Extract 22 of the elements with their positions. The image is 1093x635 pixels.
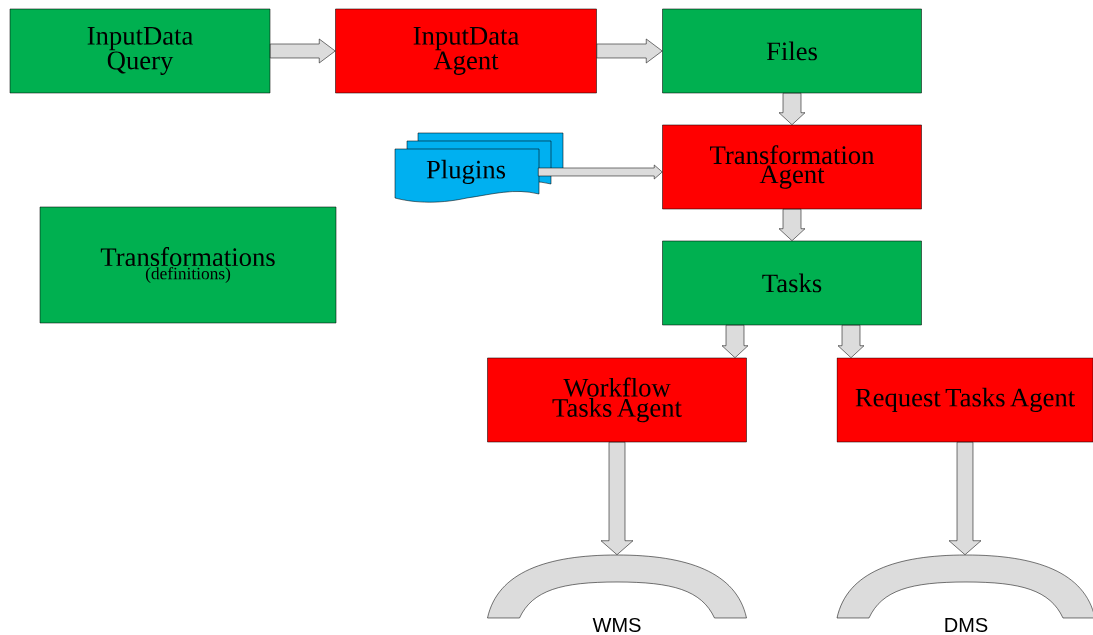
- process-box: Transformations (definitions): [39, 206, 337, 324]
- process-box: Transformation Agent: [662, 124, 922, 210]
- block-arrow: [778, 209, 806, 241]
- process-box: Request Tasks Agent: [836, 357, 1093, 443]
- block-arrow: [948, 442, 982, 555]
- block-arrow: [721, 325, 749, 358]
- document-stack: Plugins: [394, 132, 564, 203]
- system-label: WMS: [592, 617, 641, 633]
- block-arrow: [778, 93, 806, 125]
- block-arrow: [270, 38, 336, 64]
- process-box: InputData Agent: [335, 8, 597, 94]
- block-arrow: [596, 38, 663, 64]
- process-box: Tasks: [662, 240, 922, 326]
- block-arrow: [837, 325, 865, 358]
- process-box: InputData Query: [9, 8, 271, 94]
- block-arrow: [600, 442, 634, 555]
- block-arrow: [538, 164, 663, 180]
- process-box: Files: [662, 8, 922, 94]
- system-label: DMS: [945, 617, 988, 633]
- arch-symbol: [487, 554, 747, 619]
- process-box: Workflow Tasks Agent: [487, 357, 747, 443]
- arch-symbol: [836, 554, 1093, 619]
